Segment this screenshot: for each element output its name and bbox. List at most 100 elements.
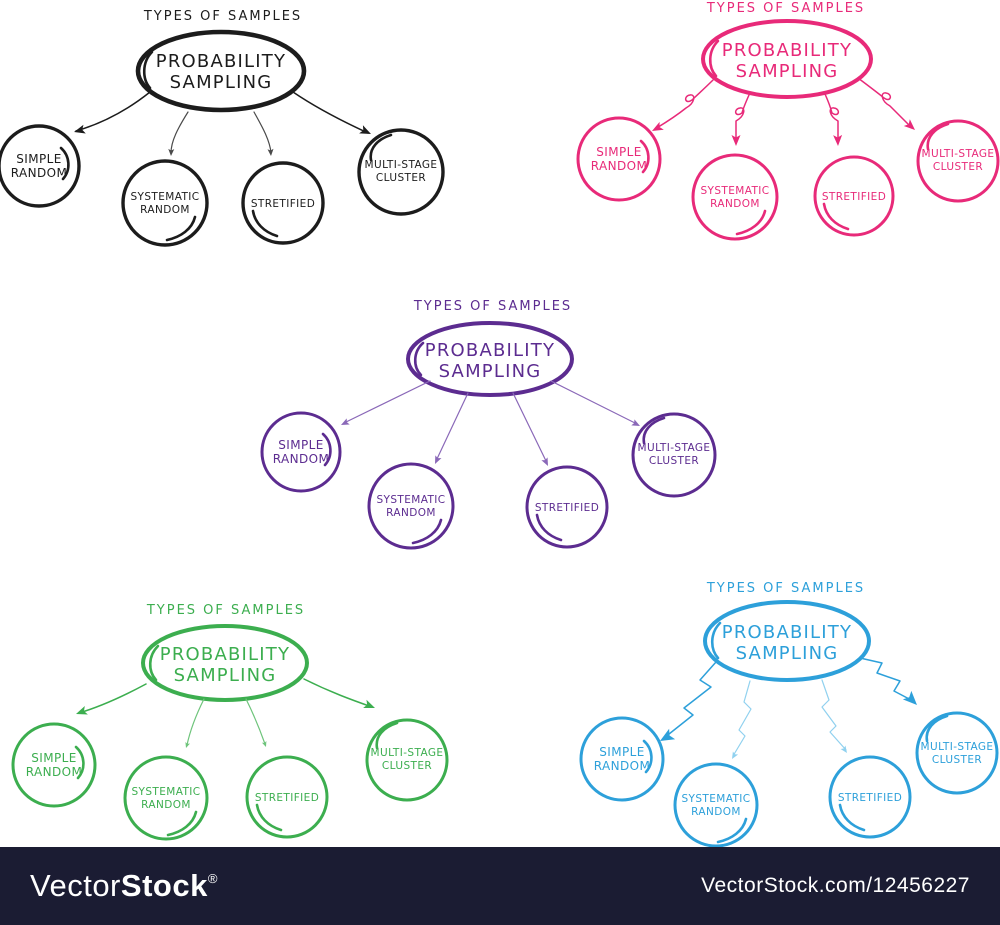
arrow-to-multi-stage-cluster [857, 77, 915, 130]
node-circle-systematic-random: SYSTEMATIC RANDOM [123, 755, 209, 841]
arrow-to-simple-random [660, 661, 717, 741]
hand-drawn-curl [142, 50, 154, 90]
arrowhead [76, 706, 88, 715]
arrowhead [660, 728, 676, 741]
node-label-line1: SYSTEMATIC [376, 494, 445, 506]
node-label-line2: RANDOM [691, 806, 741, 818]
hand-drawn-curl [716, 817, 748, 844]
node-label-line2: CLUSTER [376, 172, 426, 184]
hand-drawn-curl [413, 341, 425, 377]
arrow-to-systematic-random [731, 94, 750, 146]
node-label-line1: SIMPLE [596, 145, 641, 159]
diagram-green: TYPES OF SAMPLES PROBABILITY SAMPLING [11, 603, 449, 841]
arrow-line [170, 111, 189, 154]
diagram-pink: TYPES OF SAMPLES PROBABILITY SAMPLING SI… [576, 1, 1000, 241]
node-circle-stretified: STRETIFIED [813, 155, 895, 237]
node-circle-multi-stage-cluster: MULTI-STAGE CLUSTER [365, 718, 449, 802]
node-circle [365, 718, 449, 802]
center-label-line2: SAMPLING [170, 72, 273, 93]
node-circle-stretified: STRETIFIED [828, 755, 912, 839]
node-label-line1: MULTI-STAGE [921, 741, 994, 753]
arrow-line [343, 380, 431, 424]
center-node-probability-sampling: PROBABILITY SAMPLING [701, 19, 873, 99]
diagram-title: TYPES OF SAMPLES [706, 1, 865, 16]
node-circle [357, 128, 445, 216]
node-label-line1: MULTI-STAGE [371, 747, 444, 759]
arrowhead [341, 418, 350, 425]
node-circle-systematic-random: SYSTEMATIC RANDOM [691, 153, 779, 241]
arrowhead [435, 455, 442, 464]
hand-drawn-curl [148, 644, 160, 682]
node-circle-simple-random: SIMPLE RANDOM [11, 722, 97, 808]
node-circle [0, 124, 81, 208]
inner-arrows [732, 679, 847, 759]
center-label-line2: SAMPLING [736, 643, 839, 664]
hand-drawn-curl [165, 215, 197, 242]
hand-drawn-curl [375, 721, 399, 750]
center-label-line1: PROBABILITY [722, 40, 852, 61]
node-label-line1: STRETIFIED [535, 502, 599, 514]
arrowhead [74, 124, 86, 134]
watermark-bar: VectorStock® VectorStock.com/12456227 [0, 847, 1000, 925]
node-label-line2: RANDOM [26, 765, 82, 779]
watermark-image-url: VectorStock.com/12456227 [701, 874, 970, 897]
center-ellipse [703, 600, 871, 682]
arrow-line-with-loop [654, 79, 714, 130]
zigzag-arrow-line [821, 679, 847, 751]
arrowhead [631, 419, 640, 426]
node-circle [828, 755, 912, 839]
arrowhead [731, 135, 741, 146]
node-label-line2: CLUSTER [932, 754, 982, 766]
arrowhead [185, 742, 190, 748]
node-label-line2: RANDOM [140, 204, 190, 216]
center-label-line1: PROBABILITY [425, 340, 555, 361]
node-label-line1: SIMPLE [599, 745, 644, 759]
center-label-line1: PROBABILITY [156, 51, 286, 72]
arrow-to-systematic-random [732, 680, 752, 759]
arrowhead [903, 119, 915, 130]
node-circle [579, 716, 665, 802]
logo-text-light: Vector [30, 868, 121, 903]
node-circle [691, 153, 779, 241]
registered-trademark-symbol: ® [207, 871, 218, 886]
diagram-title: TYPES OF SAMPLES [706, 581, 865, 596]
arrowhead [840, 745, 847, 753]
node-circle [813, 155, 895, 237]
node-label-line2: RANDOM [591, 159, 647, 173]
arrow-line [78, 683, 147, 714]
node-circle [915, 711, 999, 795]
node-label-line2: RANDOM [11, 166, 67, 180]
node-circle-systematic-random: SYSTEMATIC RANDOM [673, 762, 759, 847]
node-circle [525, 465, 609, 549]
center-label-line2: SAMPLING [439, 361, 542, 382]
node-circle [367, 462, 455, 550]
arrow-line [435, 392, 469, 462]
arrowhead [902, 690, 917, 705]
arrowhead [541, 457, 548, 466]
node-label-line1: MULTI-STAGE [922, 148, 995, 160]
arrow-line [253, 111, 272, 154]
hand-drawn-curl [925, 714, 949, 743]
hand-drawn-curl [59, 146, 70, 181]
node-label-line2: RANDOM [386, 507, 436, 519]
node-label-line1: SIMPLE [31, 751, 76, 765]
arrow-to-simple-random [341, 380, 431, 425]
zigzag-arrow-line [732, 680, 752, 757]
node-circle [121, 159, 209, 247]
node-circle [916, 119, 1000, 203]
hand-drawn-curl [166, 810, 198, 837]
node-circle-simple-random: SIMPLE RANDOM [579, 716, 665, 802]
node-label-line1: SYSTEMATIC [130, 191, 199, 203]
node-circle-stretified: STRETIFIED [241, 161, 325, 245]
diagram-title: TYPES OF SAMPLES [413, 299, 572, 314]
hand-drawn-curl [642, 416, 666, 445]
hand-drawn-curl [822, 202, 850, 231]
node-label-line1: STRETIFIED [251, 198, 315, 210]
hand-drawn-curl [251, 209, 279, 238]
center-node-probability-sampling: PROBABILITY SAMPLING [703, 600, 871, 682]
hand-drawn-curl [411, 518, 443, 545]
node-label-line1: STRETIFIED [838, 792, 902, 804]
node-circle [631, 412, 717, 498]
node-circle [576, 116, 662, 202]
